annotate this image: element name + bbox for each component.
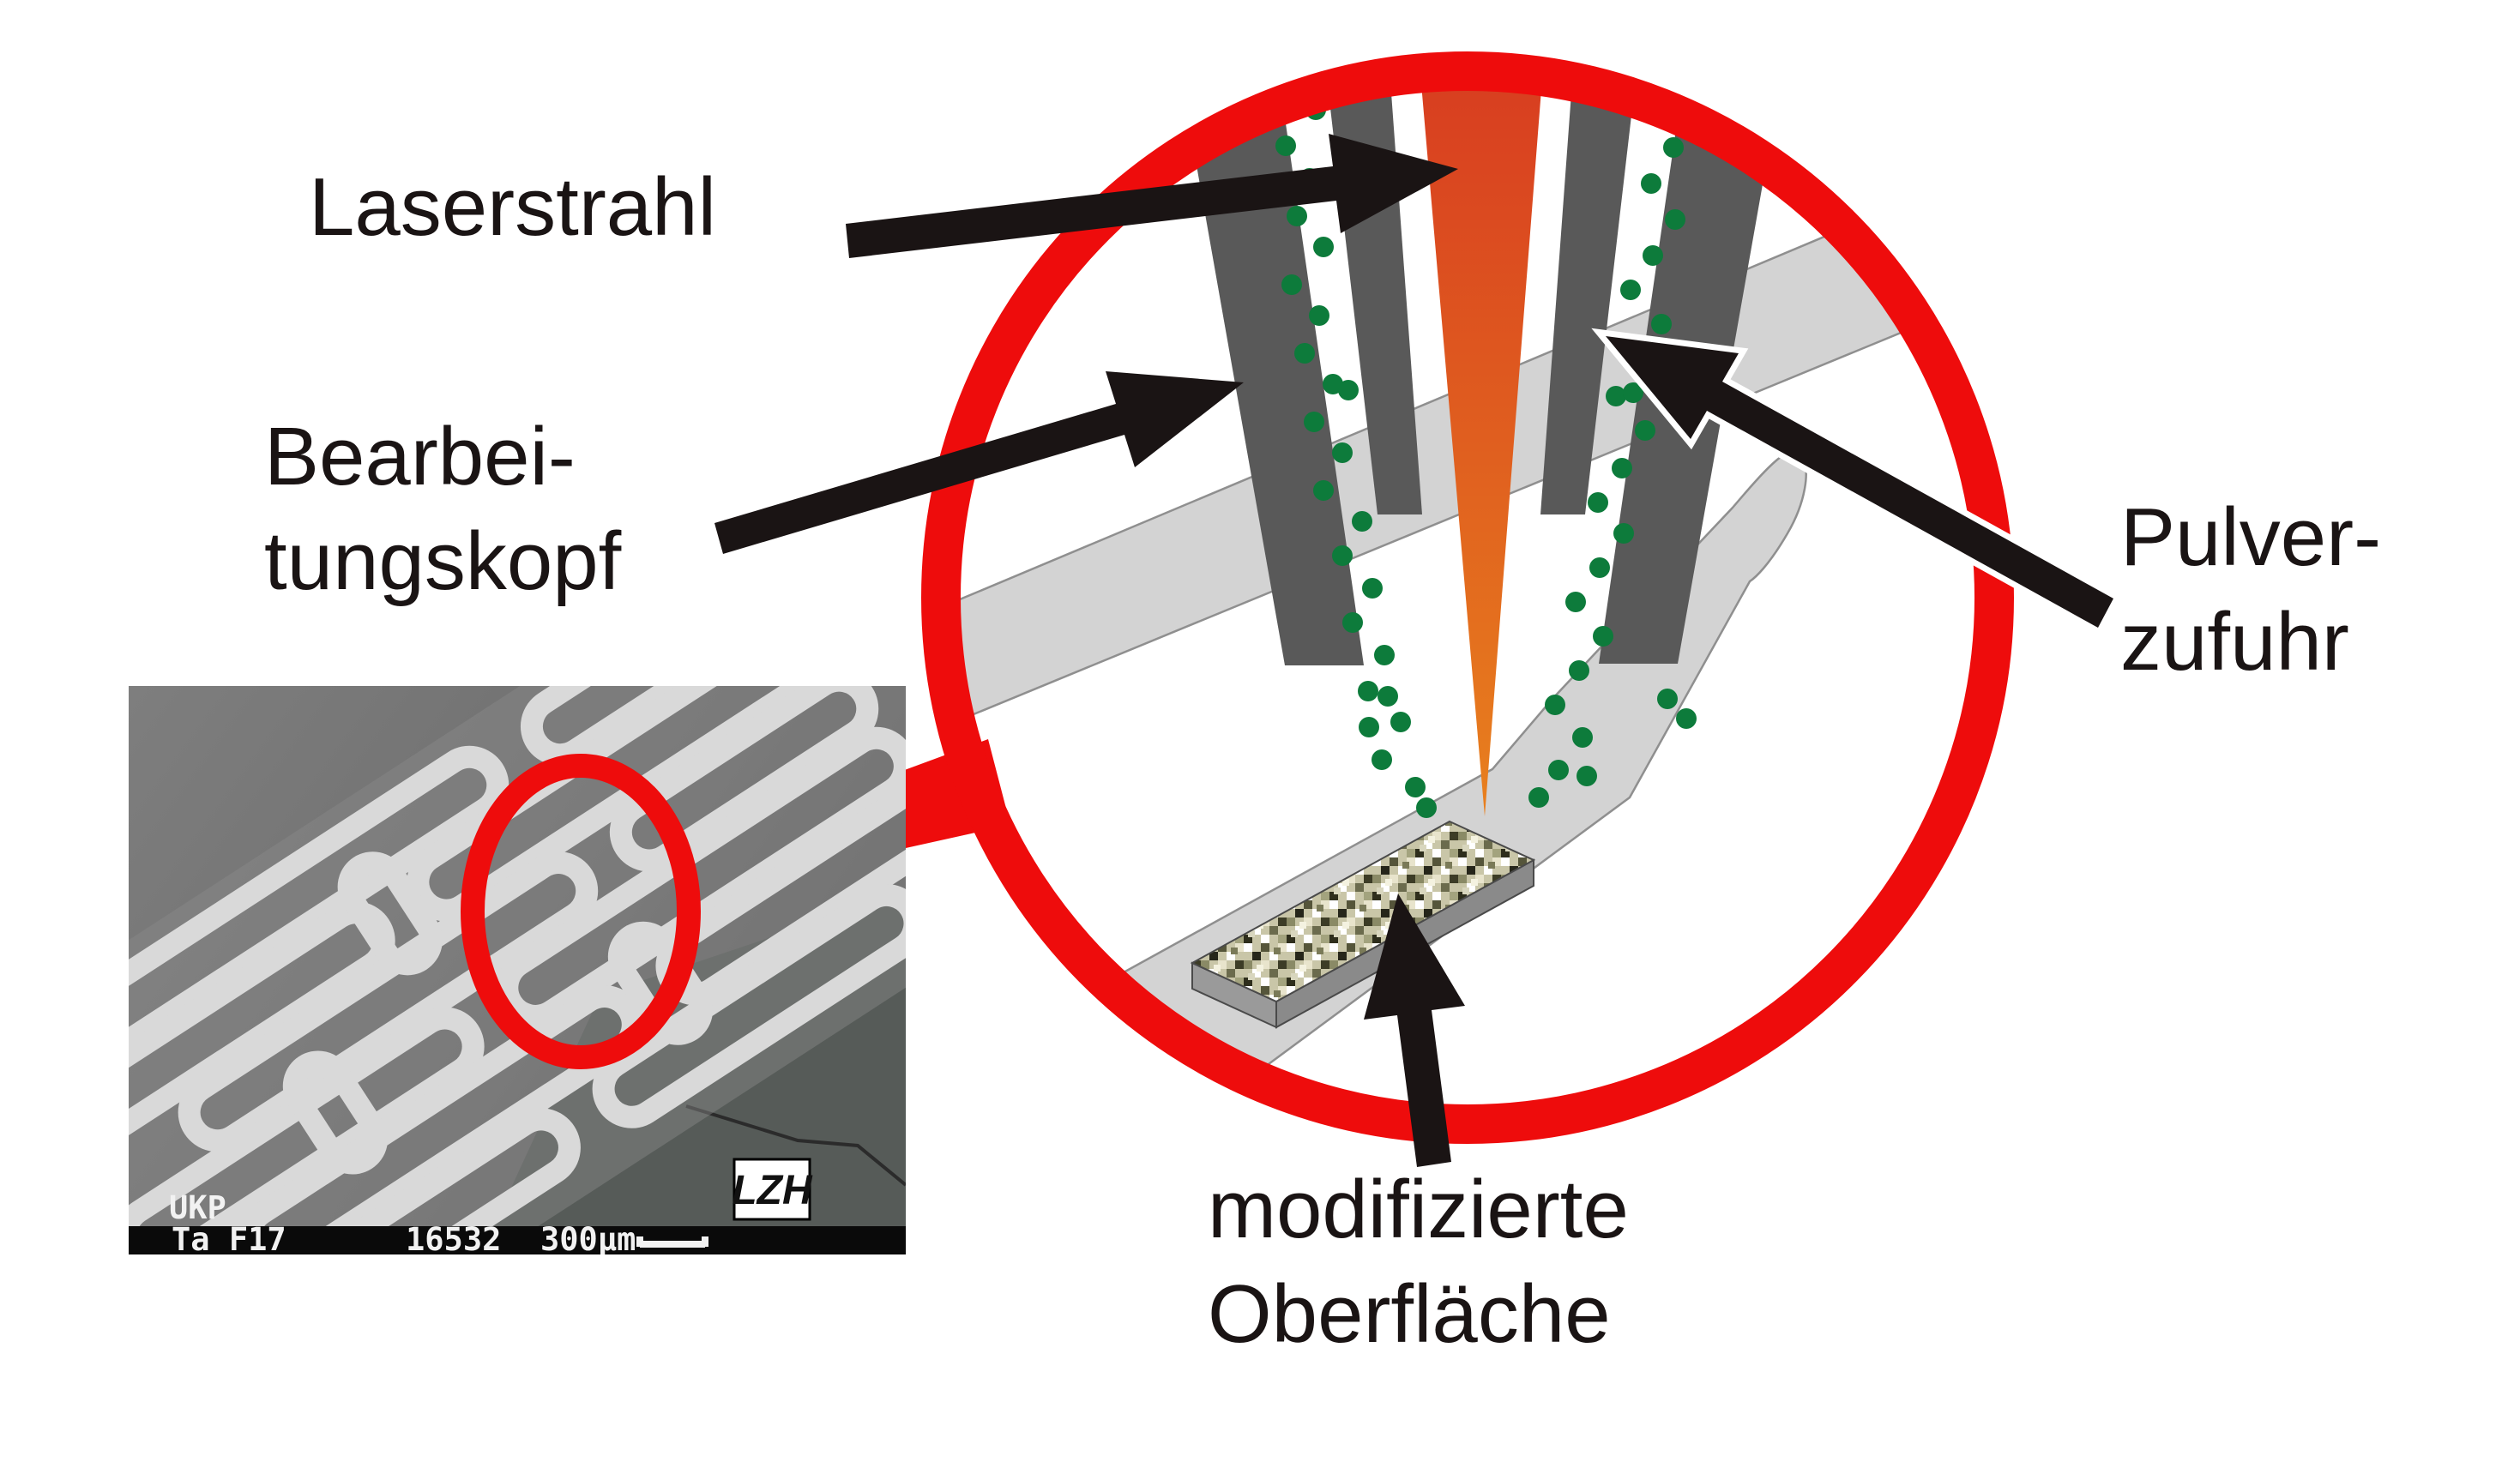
powder-particle: [1651, 314, 1672, 334]
powder-particle: [1588, 492, 1608, 513]
lzh-logo-box: [732, 1158, 811, 1221]
powder-particle: [1281, 274, 1302, 295]
sem-caption-scale: 300µm: [540, 1221, 636, 1258]
powder-particle: [1545, 695, 1565, 715]
powder-particle: [1565, 592, 1586, 612]
sem-image: UKP Ta F17 16532 300µm LZH: [129, 686, 906, 1258]
label-laser-beam: Laserstrahl: [309, 155, 716, 260]
powder-particle: [1612, 458, 1632, 478]
patch-textured-top: [1190, 820, 1536, 1003]
sem-scale-bar: [636, 1236, 708, 1248]
powder-particle: [1342, 612, 1363, 633]
powder-particle: [1358, 681, 1378, 701]
detail-ellipse: [461, 754, 701, 1069]
arrow-modifizierte-oberflaeche: [1364, 893, 1465, 1167]
powder-particle: [1528, 787, 1549, 808]
powder-particle: [1405, 777, 1426, 797]
sem-crack: [685, 1104, 906, 1187]
powder-particle: [1309, 305, 1329, 326]
powder-particle: [1643, 245, 1663, 266]
powder-particle: [1352, 511, 1372, 532]
powder-particle: [1613, 523, 1634, 544]
powder-particle: [1589, 557, 1610, 578]
arrow-pulverzufuhr: [1591, 328, 2122, 636]
powder-particle: [1548, 760, 1569, 780]
annotation-arrows: [714, 134, 2122, 1167]
powder-particle: [1313, 237, 1334, 257]
powder-particle: [1572, 727, 1593, 748]
powder-particle: [1323, 374, 1343, 394]
powder-particle: [1593, 626, 1613, 647]
arrow-laserstrahl: [846, 134, 1458, 258]
laser-beam: [1417, 90, 1546, 816]
powder-particle: [1332, 442, 1353, 463]
powder-particle: [1635, 420, 1655, 441]
label-modified-surface: modifizierte Oberfläche: [1208, 1158, 1629, 1367]
powder-particle: [1661, 69, 1681, 89]
label-processing-head: Bearbei- tungskopf: [264, 405, 621, 614]
powder-particle: [1620, 280, 1641, 300]
powder-particle: [1663, 137, 1684, 158]
powder-particle: [1416, 797, 1437, 818]
powder-particle: [1378, 686, 1398, 707]
powder-particle: [1641, 173, 1661, 194]
label-modified-surface-line2: Oberfläche: [1208, 1268, 1611, 1360]
label-powder-feed-line1: Pulver-: [2120, 491, 2382, 583]
powder-particle: [1372, 749, 1392, 770]
powder-particle: [1577, 766, 1597, 786]
lzh-logo-text: LZH: [732, 1168, 813, 1213]
label-processing-head-line2: tungskopf: [264, 515, 622, 607]
powder-particle: [1287, 206, 1307, 226]
label-powder-feed: Pulver- zufuhr: [2120, 485, 2381, 695]
powder-particle: [1606, 386, 1626, 406]
powder-particle: [1623, 382, 1643, 403]
label-processing-head-line1: Bearbei-: [264, 411, 576, 502]
powder-particle: [1332, 545, 1353, 566]
sem-caption-bar: [129, 1226, 906, 1254]
nozzle-right-inner: [1540, 90, 1641, 514]
powder-particle: [1665, 209, 1685, 230]
powder-particle: [1313, 480, 1334, 501]
magnifier-circle: [921, 51, 2014, 1144]
powder-particle: [1338, 380, 1359, 400]
arrow-bearbeitungskopf: [714, 371, 1244, 554]
sem-watermark: UKP: [169, 1189, 226, 1226]
powder-particle: [1676, 708, 1697, 729]
powder-particle: [1359, 717, 1379, 737]
powder-particle: [1304, 412, 1324, 432]
powder-particle: [1374, 645, 1395, 665]
sem-caption-left: Ta F17: [172, 1221, 286, 1258]
powder-particle: [1569, 660, 1589, 681]
powder-particle: [1657, 689, 1678, 709]
powder-particle: [1390, 712, 1411, 732]
label-laser-beam-text: Laserstrahl: [309, 161, 716, 253]
powder-particle: [1294, 343, 1315, 364]
sem-caption-id: 16532: [406, 1221, 501, 1258]
powder-particle: [1362, 578, 1383, 599]
label-powder-feed-line2: zufuhr: [2120, 596, 2349, 688]
powder-particle: [1275, 135, 1296, 156]
label-modified-surface-line1: modifizierte: [1208, 1164, 1629, 1255]
